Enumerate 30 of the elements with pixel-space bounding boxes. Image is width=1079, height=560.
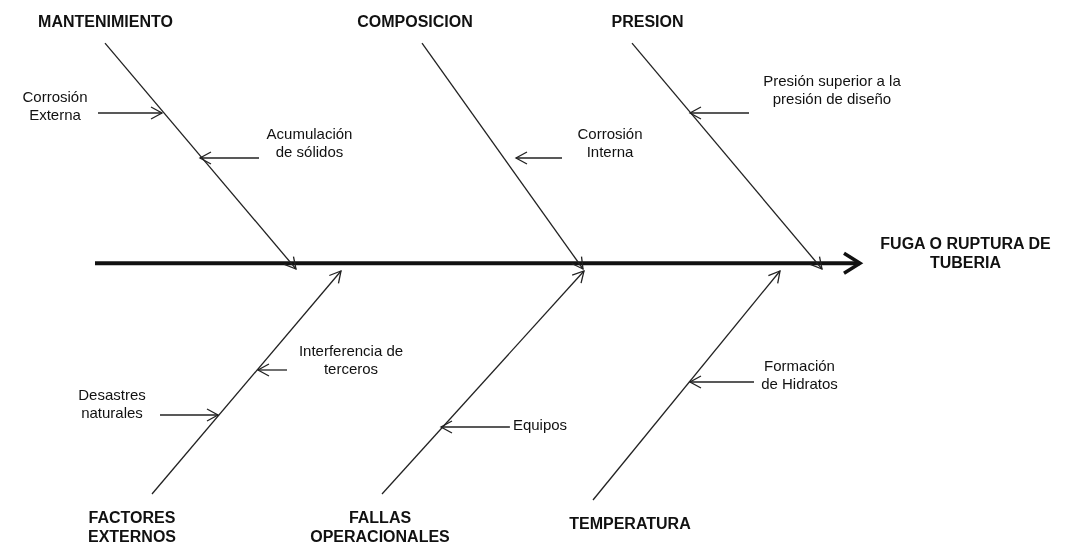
cause-label: Equipos	[512, 416, 568, 434]
cause-label: Interferencia de terceros	[297, 342, 405, 378]
effect-label: FUGA O RUPTURA DE TUBERIA	[879, 234, 1052, 273]
arrow	[421, 42, 584, 270]
cause-label: Presión superior a la presión de diseño	[762, 72, 902, 108]
cause-label: Desastres naturales	[77, 386, 147, 422]
cause-label: Corrosión Interna	[576, 125, 644, 161]
arrow	[631, 42, 823, 270]
arrow	[440, 420, 511, 434]
category-label: COMPOSICION	[357, 12, 473, 32]
arrow	[151, 270, 342, 495]
arrow	[592, 270, 781, 501]
category-label: FALLAS OPERACIONALES	[309, 508, 451, 547]
cause-label: Acumulación de sólidos	[265, 125, 354, 161]
arrow	[689, 375, 755, 389]
arrow	[515, 151, 563, 165]
category-label: PRESION	[611, 12, 684, 32]
arrow	[689, 106, 750, 120]
category-label: TEMPERATURA	[569, 514, 691, 534]
cause-label: Corrosión Externa	[21, 88, 89, 124]
category-label: MANTENIMIENTO	[38, 12, 173, 32]
category-label: FACTORES EXTERNOS	[87, 508, 177, 547]
arrow	[199, 151, 260, 165]
arrow	[257, 363, 288, 377]
arrow	[104, 42, 297, 270]
arrow	[97, 106, 163, 120]
arrow	[159, 408, 219, 422]
spine-arrow	[95, 251, 862, 275]
arrow	[381, 270, 585, 495]
cause-label: Formación de Hidratos	[760, 357, 839, 393]
